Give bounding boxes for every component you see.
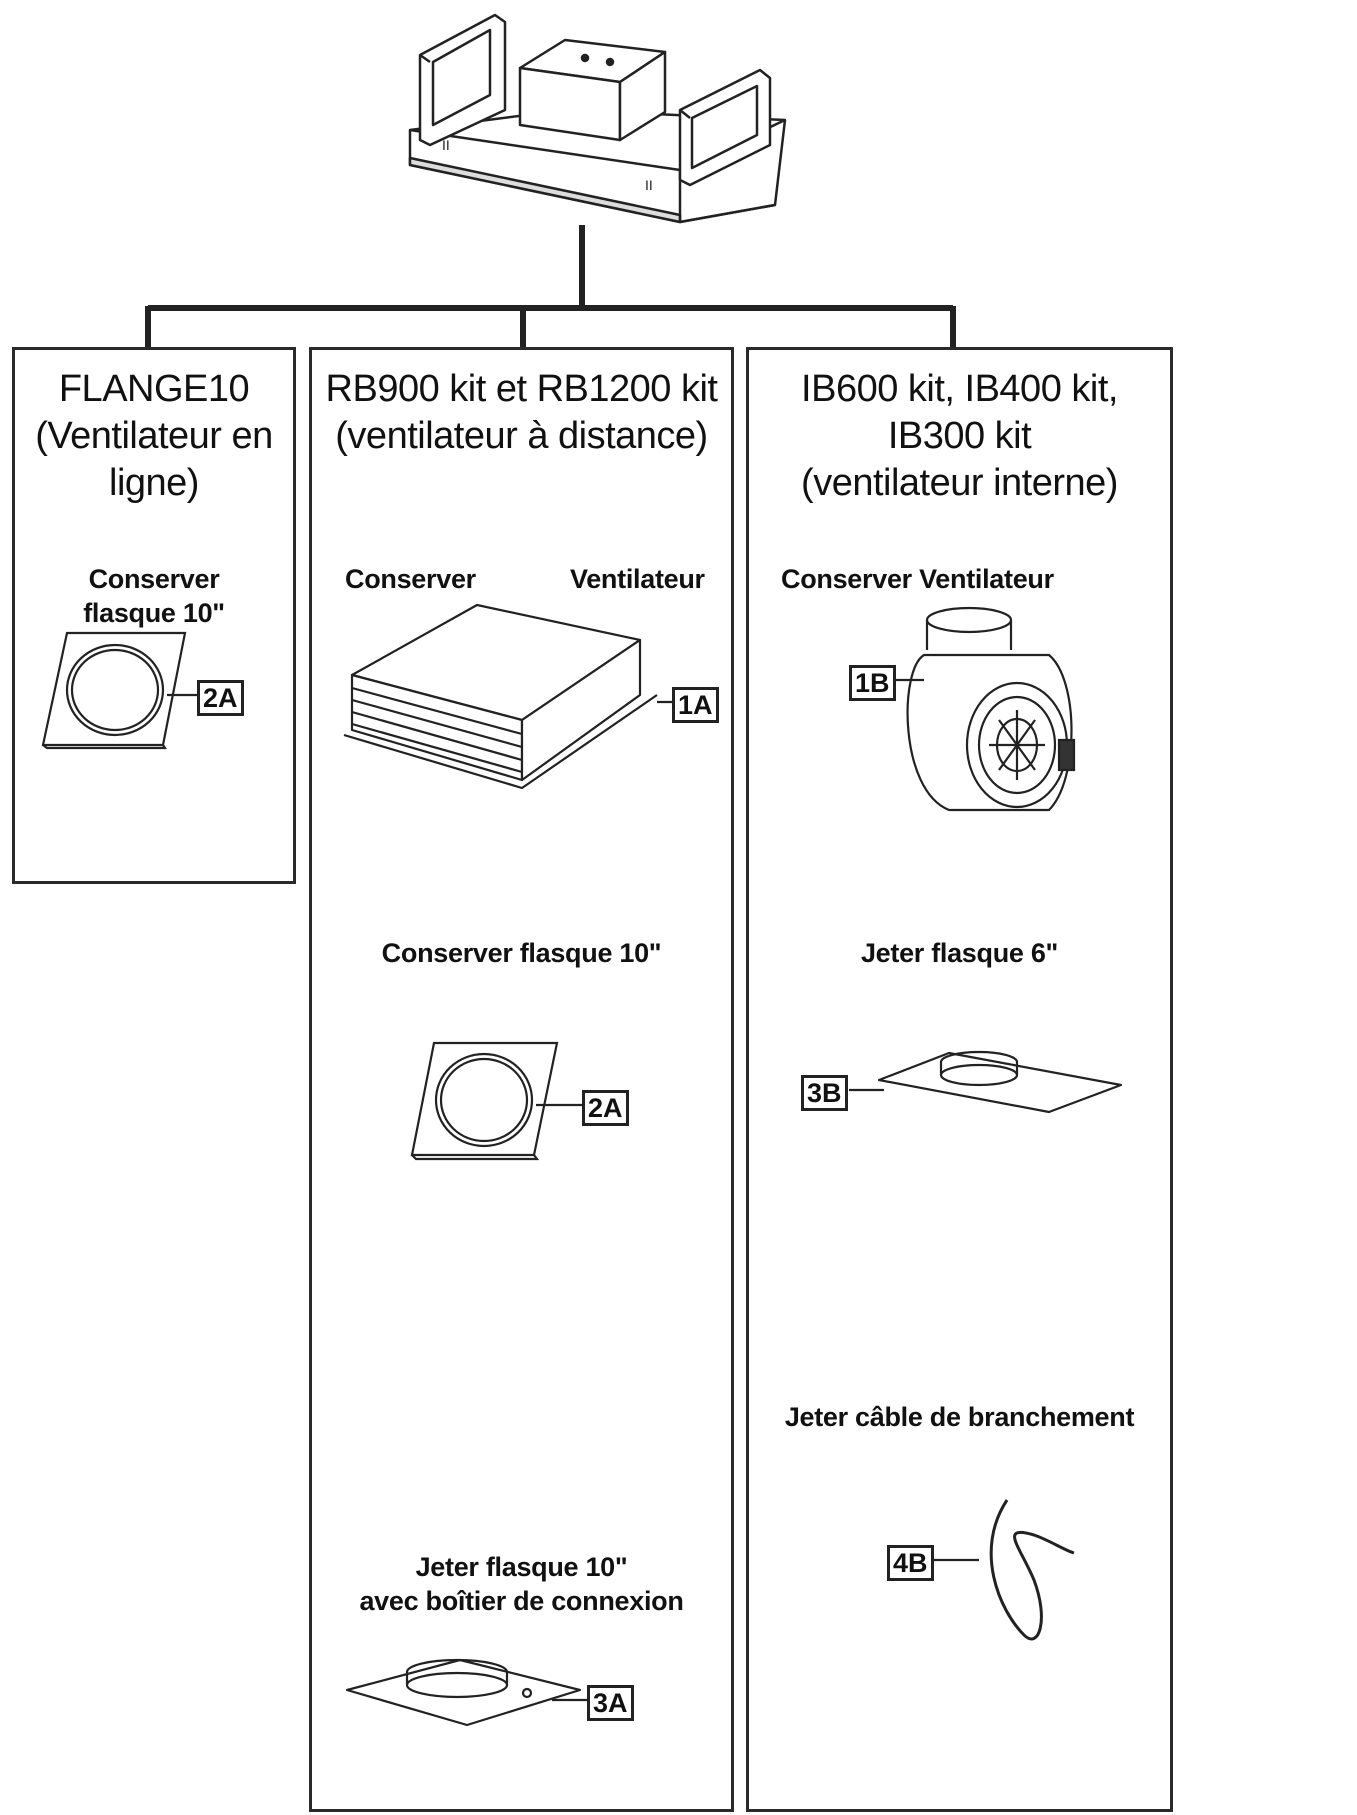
part-tag-2a: 2A (197, 680, 244, 716)
title-line: ligne) (109, 462, 199, 504)
svg-text:II: II (442, 137, 450, 153)
column-title: FLANGE10 (Ventilateur en ligne) (15, 366, 293, 507)
label-line: avec boîtier de connexion (359, 1586, 684, 1616)
title-line: FLANGE10 (58, 368, 250, 410)
flange-10-drawing (41, 631, 197, 750)
title-line: RB900 kit et RB1200 kit (325, 368, 718, 410)
label-line: Jeter câble de branchement (784, 1402, 1135, 1432)
label-line: Conserver flasque 10" (381, 938, 662, 968)
item-label: Conserver Ventilateur (781, 562, 1054, 596)
item-label-right: Ventilateur (570, 564, 705, 594)
column-ib-kits: IB600 kit, IB400 kit, IB300 kit (ventila… (746, 347, 1173, 1812)
item-label: Jeter flasque 10" avec boîtier de connex… (312, 1550, 731, 1618)
part-tag-4b: 4B (887, 1545, 934, 1581)
column-title: IB600 kit, IB400 kit, IB300 kit (ventila… (749, 366, 1170, 507)
item-label: Conserver flasque 10" (15, 562, 293, 630)
title-line: (ventilateur interne) (801, 462, 1118, 504)
part-tag-3a: 3A (587, 1685, 634, 1721)
part-tag-3b: 3B (801, 1075, 848, 1111)
item-label-left: Conserver (345, 564, 476, 594)
part-tag-1b: 1B (849, 665, 896, 701)
item-label: Jeter flasque 6" (749, 936, 1170, 970)
column-flange10: FLANGE10 (Ventilateur en ligne) Conserve… (12, 347, 296, 884)
title-line: IB600 kit, IB400 kit, (801, 368, 1118, 410)
part-tag-2a: 2A (582, 1090, 629, 1126)
column-rb-kits: RB900 kit et RB1200 kit (ventilateur à d… (309, 347, 734, 1812)
label-line: Jeter flasque 6" (860, 938, 1059, 968)
remote-blower-box-drawing (343, 603, 674, 1727)
label-line: Conserver (88, 564, 220, 594)
label-line: flasque 10" (83, 598, 225, 628)
label-line: Conserver Ventilateur (781, 564, 1054, 594)
part-tag-1a: 1A (672, 687, 719, 723)
title-line: (ventilateur à distance) (335, 415, 708, 457)
item-label: Jeter câble de branchement (749, 1400, 1170, 1434)
item-label: Conserver flasque 10" (312, 936, 731, 970)
svg-text:II: II (645, 177, 653, 193)
title-line: IB300 kit (887, 415, 1032, 457)
label-line: Jeter flasque 10" (415, 1552, 628, 1582)
column-title: RB900 kit et RB1200 kit (ventilateur à d… (312, 366, 731, 460)
title-line: (Ventilateur en (35, 415, 273, 457)
